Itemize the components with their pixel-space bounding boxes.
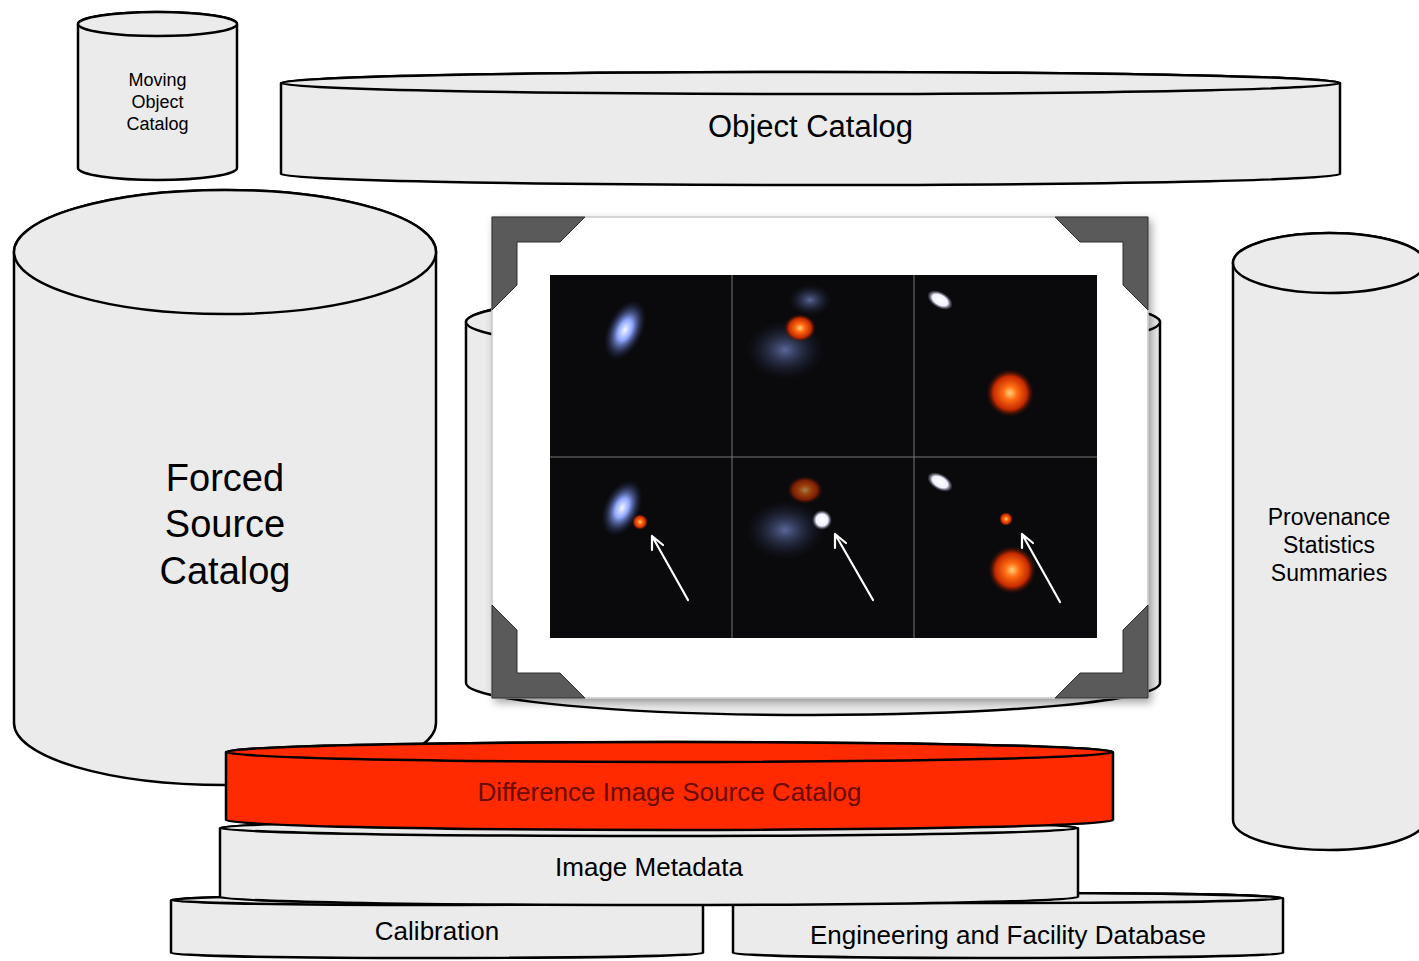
grid-line [550, 457, 1097, 458]
store-label: Forced Source Catalog [108, 455, 343, 594]
database-cylinder: Provenance Statistics Summaries [1233, 233, 1419, 850]
store-label: Object Catalog [708, 108, 913, 146]
database-cylinder: Difference Image Source Catalog [226, 742, 1113, 830]
galaxy-core [784, 314, 816, 342]
frame-corners [492, 217, 1148, 698]
cylinder-body [733, 893, 1283, 958]
database-cylinder: Image Metadata [220, 820, 1078, 905]
text-holder: Calibration [171, 916, 703, 948]
cylinder-body [226, 742, 1113, 830]
cylinder-top [171, 895, 703, 905]
cylinder-body [281, 72, 1340, 185]
pointer-arrows [652, 534, 1060, 602]
cylinder-body [220, 820, 1078, 905]
text-holder: Image Metadata [220, 852, 1078, 884]
cylinder-top [1233, 233, 1419, 293]
frame-corner [1055, 217, 1148, 310]
store-label: Engineering and Facility Database [810, 920, 1206, 952]
galaxy [988, 546, 1036, 594]
galaxy-core [787, 476, 823, 504]
text-holder: Provenance Statistics Summaries [1233, 503, 1419, 587]
photo-frame [492, 217, 1148, 698]
pointer-arrow [1022, 534, 1060, 602]
text-holder: Engineering and Facility Database [733, 920, 1283, 952]
pointer-arrow [652, 536, 688, 600]
cylinder-top [78, 12, 237, 36]
cylinder-top [14, 190, 436, 314]
store-label: Difference Image Source Catalog [478, 777, 862, 809]
text-holder: Forced Source Catalog [14, 455, 436, 594]
cylinder-body [14, 190, 436, 785]
galaxy-arm [788, 284, 832, 316]
database-cylinder: Moving Object Catalog [78, 12, 237, 180]
cylinder-top [281, 72, 1340, 94]
supernova [999, 512, 1013, 526]
frame-corner [492, 605, 585, 698]
galaxy [986, 369, 1034, 417]
text-holder: Moving Object Catalog [78, 70, 237, 136]
text-holder: Object Catalog [281, 108, 1340, 146]
cylinder-body [78, 12, 237, 180]
store-label: Calibration [375, 916, 499, 948]
supernova [812, 510, 832, 530]
frame-corner [492, 217, 585, 310]
store-label: Image Metadata [555, 852, 743, 884]
database-cylinder: Object Catalog [281, 72, 1340, 185]
frame-corner [1055, 605, 1148, 698]
cylinder-body [171, 895, 703, 958]
cylinder-top [220, 820, 1078, 836]
database-cylinder: Forced Source Catalog [14, 190, 436, 785]
galaxy [924, 468, 956, 496]
cylinder-body [1233, 233, 1419, 850]
pointer-arrow [835, 534, 873, 600]
galaxy [924, 286, 956, 314]
cylinder-top [733, 893, 1283, 903]
store-label: Moving Object Catalog [103, 70, 213, 136]
cylinder-top [226, 742, 1113, 762]
galaxy [593, 473, 651, 543]
galaxy [595, 293, 655, 366]
photo [550, 275, 1097, 638]
text-holder: Difference Image Source Catalog [226, 777, 1113, 809]
galaxy-arm [745, 500, 825, 560]
supernova [632, 514, 648, 530]
photo-grid [550, 275, 1097, 638]
store-label: Provenance Statistics Summaries [1247, 503, 1412, 587]
